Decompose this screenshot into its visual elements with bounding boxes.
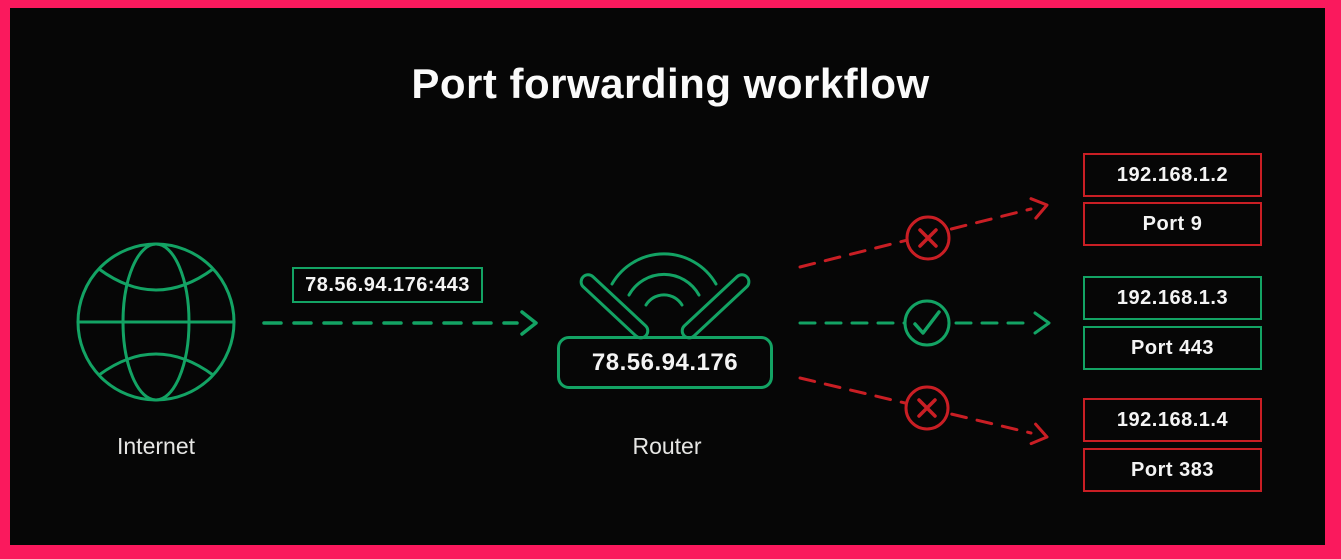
cross-circle-icon <box>904 385 950 431</box>
request-arrow-icon <box>262 310 538 336</box>
destination-ip-box: 192.168.1.2 <box>1083 153 1262 197</box>
public-request-box: 78.56.94.176:443 <box>292 267 483 303</box>
destination-port-box: Port 383 <box>1083 448 1262 492</box>
frame-border-top <box>0 0 1341 8</box>
frame-border-right <box>1325 0 1341 559</box>
destination-ip-box: 192.168.1.3 <box>1083 276 1262 320</box>
internet-label: Internet <box>117 433 195 459</box>
frame-border-left <box>0 0 10 559</box>
globe-icon <box>76 242 236 402</box>
page-title: Port forwarding workflow <box>411 60 930 107</box>
router-label: Router <box>632 433 702 459</box>
destination-port-box: Port 9 <box>1083 202 1262 246</box>
frame-border-bottom <box>0 545 1341 559</box>
destination-port-box: Port 443 <box>1083 326 1262 370</box>
wifi-router-icon <box>579 252 751 340</box>
cross-circle-icon <box>905 215 951 261</box>
check-circle-icon <box>903 299 951 347</box>
router-ip-box: 78.56.94.176 <box>557 336 773 389</box>
destination-ip-box: 192.168.1.4 <box>1083 398 1262 442</box>
